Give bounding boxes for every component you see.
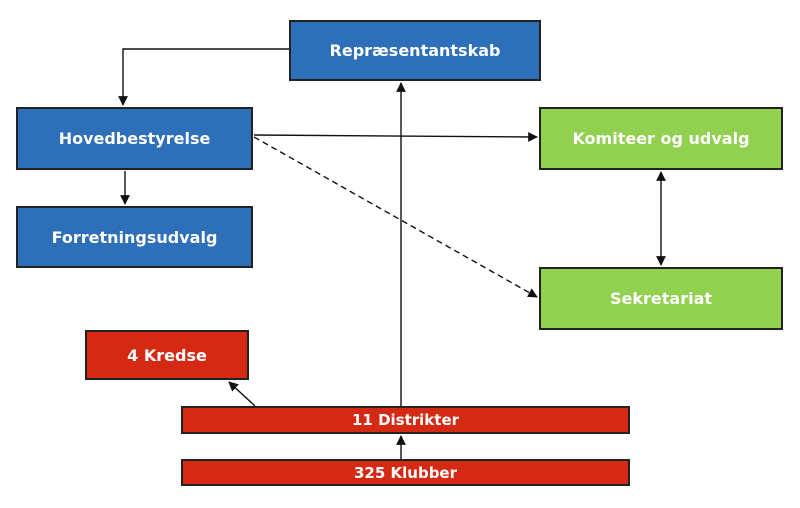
node-sekretariat: Sekretariat (539, 267, 783, 330)
node-label: Sekretariat (609, 289, 713, 308)
node-11-distrikter: 11 Distrikter (181, 406, 630, 434)
node-325-klubber: 325 Klubber (181, 459, 630, 486)
node-hovedbestyrelse: Hovedbestyrelse (16, 107, 253, 170)
node-label: Forretningsudvalg (51, 227, 218, 247)
node-label: 11 Distrikter (351, 411, 460, 429)
edge-hovedbestyrelse-komiteer (253, 132, 538, 142)
node-label: Hovedbestyrelse (58, 129, 211, 148)
node-label: 325 Klubber (353, 463, 458, 482)
node-repraesentantskab: Repræsentantskab (289, 20, 541, 81)
edge-repraesentantskab-hovedbestyrelse (118, 48, 289, 106)
node-label: Repræsentantskab (329, 41, 501, 60)
node-komiteer-og-udvalg: Komiteer og udvalg (539, 107, 783, 170)
edge-hovedbestyrelse-sekretariat (253, 136, 538, 298)
node-forretningsudvalg: Forretningsudvalg (16, 206, 253, 268)
node-label: 4 Kredse (127, 345, 207, 365)
node-label: Komiteer og udvalg (572, 129, 750, 148)
edge-distrikter-kredse (228, 381, 256, 407)
node-4-kredse: 4 Kredse (85, 330, 249, 380)
